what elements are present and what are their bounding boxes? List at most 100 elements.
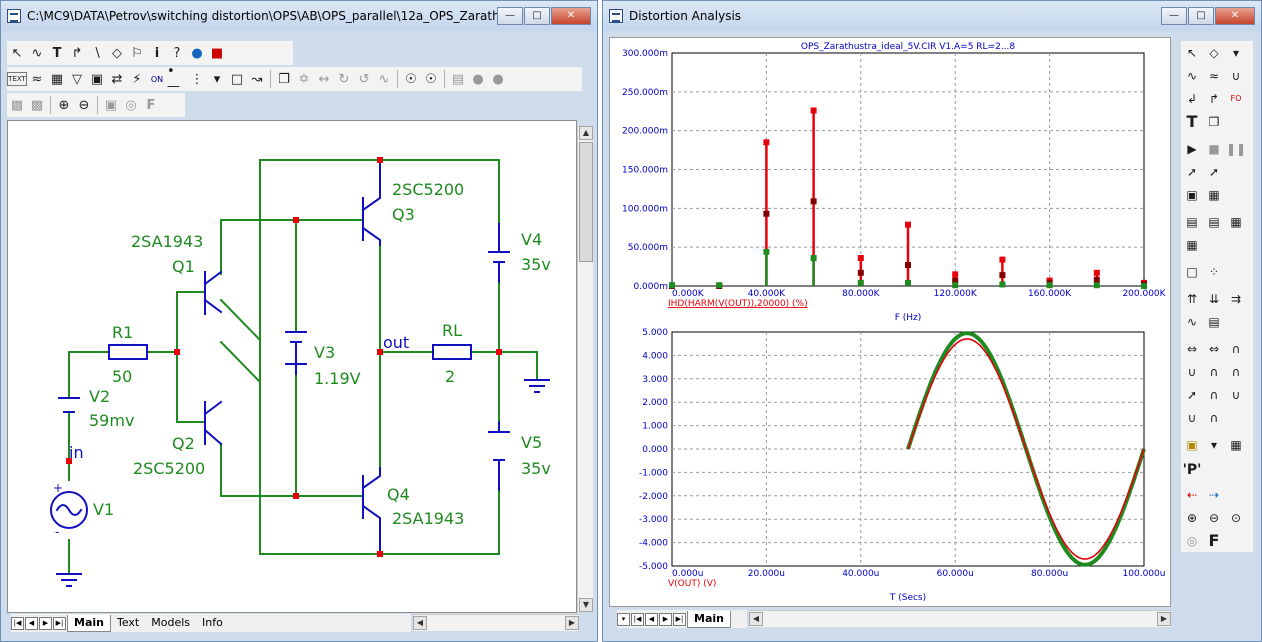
font-plot-icon[interactable]: F (1208, 531, 1220, 550)
scale-dropdown-icon[interactable]: ▾ (1232, 45, 1240, 60)
grid2-icon[interactable]: ▦ (1186, 237, 1198, 252)
tab-main[interactable]: Main (67, 614, 111, 632)
dotted-line-icon[interactable]: ➚ (1208, 164, 1220, 179)
curve3-icon[interactable]: ∪ (1231, 68, 1241, 83)
component-icon[interactable]: ◇ (112, 45, 122, 61)
rotate-icon[interactable]: ↻ (338, 71, 350, 87)
diagonal-wire-icon[interactable]: ∖ (92, 45, 102, 61)
zoom-fit-icon[interactable]: ⊙ (1230, 510, 1242, 525)
grid-dropdown-icon[interactable]: ▾ (213, 71, 221, 87)
text-icon[interactable]: T (1186, 112, 1198, 131)
high-icon[interactable]: ∩ (1209, 364, 1219, 379)
node-numbers-icon[interactable]: ▦ (50, 71, 64, 87)
grid-icon[interactable]: ⋮ (190, 71, 204, 87)
tab-info[interactable]: Info (202, 616, 223, 629)
wave-icon[interactable]: ∿ (378, 71, 390, 87)
current-arrow-icon[interactable]: ⇄ (111, 71, 123, 87)
slope-up-icon[interactable]: ➚ (1186, 387, 1198, 402)
layer-icon[interactable]: ▩ (10, 97, 24, 113)
last-page-button[interactable]: ▶| (53, 616, 66, 630)
select-arrow-icon[interactable]: ↖ (11, 45, 23, 61)
schematic-hscroll[interactable]: ◀ ▶ (413, 614, 579, 631)
connect-icon[interactable]: •— (167, 64, 180, 94)
pause-icon[interactable]: ● (492, 71, 504, 87)
wave-tool-icon[interactable]: ∿ (31, 45, 43, 61)
schematic-vscroll-thumb[interactable] (579, 142, 593, 262)
zoom-in-plot-icon[interactable]: ⊕ (1186, 510, 1198, 525)
line-icon[interactable]: ➚ (1186, 164, 1198, 179)
analysis-tab-main[interactable]: Main (687, 610, 731, 628)
wire-tool-icon[interactable]: ↱ (71, 45, 83, 61)
camera-icon[interactable]: ▣ (104, 97, 118, 113)
stop-icon[interactable]: ● (472, 71, 484, 87)
animate-dropdown-icon[interactable]: ▾ (1210, 437, 1218, 452)
animate-icon[interactable]: ▣ (1186, 437, 1198, 452)
pin-icon[interactable]: ▣ (90, 71, 104, 87)
valley-cursor-icon[interactable]: ∪ (1187, 364, 1197, 379)
p-key-icon[interactable]: 'P' (1182, 461, 1202, 478)
analysis-minimize-button[interactable]: — (1161, 7, 1187, 25)
analysis-icon[interactable]: ≈ (31, 71, 43, 87)
measure-icon[interactable]: ▤ (1208, 314, 1220, 329)
find-icon[interactable]: ☉ (405, 71, 417, 87)
move-icon[interactable]: ✡ (298, 71, 310, 87)
zoom-out-icon[interactable]: ⊖ (78, 97, 90, 113)
curve4-icon[interactable]: ↲ (1186, 91, 1198, 106)
text-tool-icon[interactable]: T (52, 45, 62, 61)
peak-icon[interactable]: ⇈ (1186, 291, 1198, 306)
curve5-icon[interactable]: ↱ (1208, 91, 1220, 106)
valley-icon[interactable]: ⇊ (1208, 291, 1220, 306)
flip-icon[interactable]: ↔ (318, 71, 330, 87)
hbars-icon[interactable]: ▤ (1208, 214, 1220, 229)
tab-models[interactable]: Models (151, 616, 190, 629)
vbars-icon[interactable]: ▤ (1186, 214, 1198, 229)
low-icon[interactable]: ∩ (1231, 364, 1241, 379)
grid-view-icon[interactable]: ▦ (1230, 214, 1242, 229)
maximize-button[interactable]: □ (524, 7, 550, 25)
minimize-button[interactable]: — (497, 7, 523, 25)
copy-plot-icon[interactable]: ❐ (1208, 114, 1220, 129)
table-icon[interactable]: ▦ (1208, 187, 1220, 202)
cursor-left-icon[interactable]: ⇔ (1186, 341, 1198, 356)
layer2-icon[interactable]: ▩ (30, 97, 44, 113)
probe-icon[interactable]: ● (191, 45, 203, 61)
copy-icon[interactable]: ❐ (278, 71, 290, 87)
schematic-canvas[interactable]: 2SA1943 Q1 Q2 2SC5200 2SC5200 Q3 Q4 2SA1… (7, 120, 577, 613)
pause-run-icon[interactable]: ❚❚ (1225, 141, 1247, 156)
analysis-maximize-button[interactable]: □ (1188, 7, 1214, 25)
analysis-titlebar[interactable]: Distortion Analysis — □ ✕ (603, 1, 1261, 31)
prev-page-button[interactable]: ◀ (25, 616, 38, 630)
analysis-hscroll[interactable]: ◀ ▶ (749, 610, 1171, 627)
cursor-icon[interactable]: ↝ (251, 71, 263, 87)
first-page-button[interactable]: |◀ (11, 616, 24, 630)
tab-text[interactable]: Text (116, 616, 140, 629)
globe-icon[interactable]: ◎ (125, 97, 137, 113)
power-icon[interactable]: ⚡ (132, 71, 142, 87)
properties-icon[interactable]: ▤ (451, 71, 465, 87)
inflection-icon[interactable]: ∩ (1209, 387, 1219, 402)
text-mode-button[interactable]: TEXT (7, 72, 27, 86)
select-icon[interactable]: ↖ (1186, 45, 1198, 60)
globe-plot-icon[interactable]: ◎ (1186, 533, 1198, 548)
bottom-icon[interactable]: ∪ (1231, 387, 1241, 402)
info-icon[interactable]: i (154, 45, 160, 61)
cursor-right-icon[interactable]: ⇔ (1208, 341, 1220, 356)
curve2-icon[interactable]: ≈ (1208, 68, 1220, 83)
binoculars-icon[interactable]: ☉ (425, 71, 437, 87)
frame-icon[interactable]: □ (230, 71, 244, 87)
next-page-button[interactable]: ▶ (39, 616, 52, 630)
font-icon[interactable]: F (146, 97, 156, 113)
analysis-close-button[interactable]: ✕ (1215, 7, 1255, 25)
tag-y-icon[interactable]: ⇢ (1208, 487, 1220, 502)
double-peak-icon[interactable]: ∪ (1187, 410, 1197, 425)
schematic-titlebar[interactable]: C:\MC9\DATA\Petrov\switching distortion\… (1, 1, 597, 31)
wave-find-icon[interactable]: ∿ (1186, 314, 1198, 329)
peak-cursor-icon[interactable]: ∩ (1231, 341, 1241, 356)
double-valley-icon[interactable]: ∩ (1209, 410, 1219, 425)
scatter-icon[interactable]: ⁘ (1208, 264, 1220, 279)
schematic-vscroll[interactable]: ▲ ▼ (577, 126, 593, 612)
analysis-menu-button[interactable]: ▾ (617, 612, 630, 626)
flag-icon[interactable]: ⚐ (131, 45, 143, 61)
tag-x-icon[interactable]: ⇠ (1186, 487, 1198, 502)
